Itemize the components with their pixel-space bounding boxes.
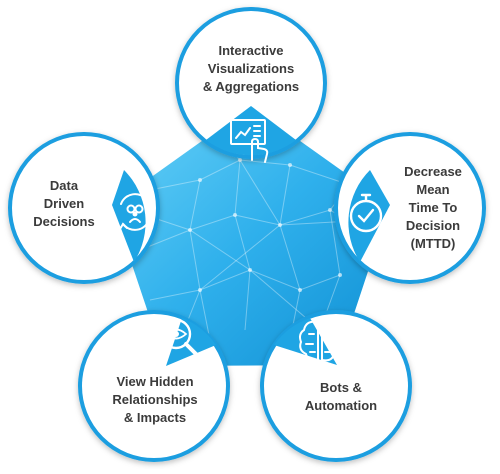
label-line: Bots & <box>320 380 362 395</box>
network-nodes <box>188 158 342 292</box>
cap-decisions <box>112 170 146 262</box>
label-line: Automation <box>304 398 378 413</box>
label-bots: Bots & Automation <box>286 379 396 415</box>
node-mttd <box>334 132 486 284</box>
label-line: Data <box>49 178 79 193</box>
center-pentagon <box>112 106 390 366</box>
label-line: Decision <box>405 218 461 233</box>
cap-interactive <box>206 106 296 156</box>
label-line: Driven <box>43 196 85 211</box>
label-line: & Aggregations <box>202 79 300 94</box>
label-interactive: Interactive Visualizations & Aggregation… <box>181 42 321 96</box>
brain-icon <box>299 320 341 362</box>
dashboard-touch-icon <box>230 119 269 163</box>
label-line: & Impacts <box>123 410 187 425</box>
label-relationships: View Hidden Relationships & Impacts <box>90 373 220 427</box>
label-line: (MTTD) <box>410 236 456 251</box>
label-line: Visualizations <box>207 61 295 76</box>
label-line: Interactive <box>218 43 284 58</box>
label-line: Decrease <box>404 164 462 179</box>
label-line: Decisions <box>33 214 95 229</box>
label-line: Mean <box>416 182 450 197</box>
label-decisions: Data Driven Decisions <box>24 177 104 231</box>
label-line: View Hidden <box>116 374 194 389</box>
stopwatch-check-icon <box>349 193 383 233</box>
label-mttd: Decrease Mean Time To Decision (MTTD) <box>388 163 478 253</box>
gears-user-icon <box>119 193 151 231</box>
node-decisions <box>8 132 160 284</box>
magnifier-eye-icon <box>160 318 201 359</box>
label-line: Time To <box>408 200 458 215</box>
label-line: Relationships <box>112 392 198 407</box>
